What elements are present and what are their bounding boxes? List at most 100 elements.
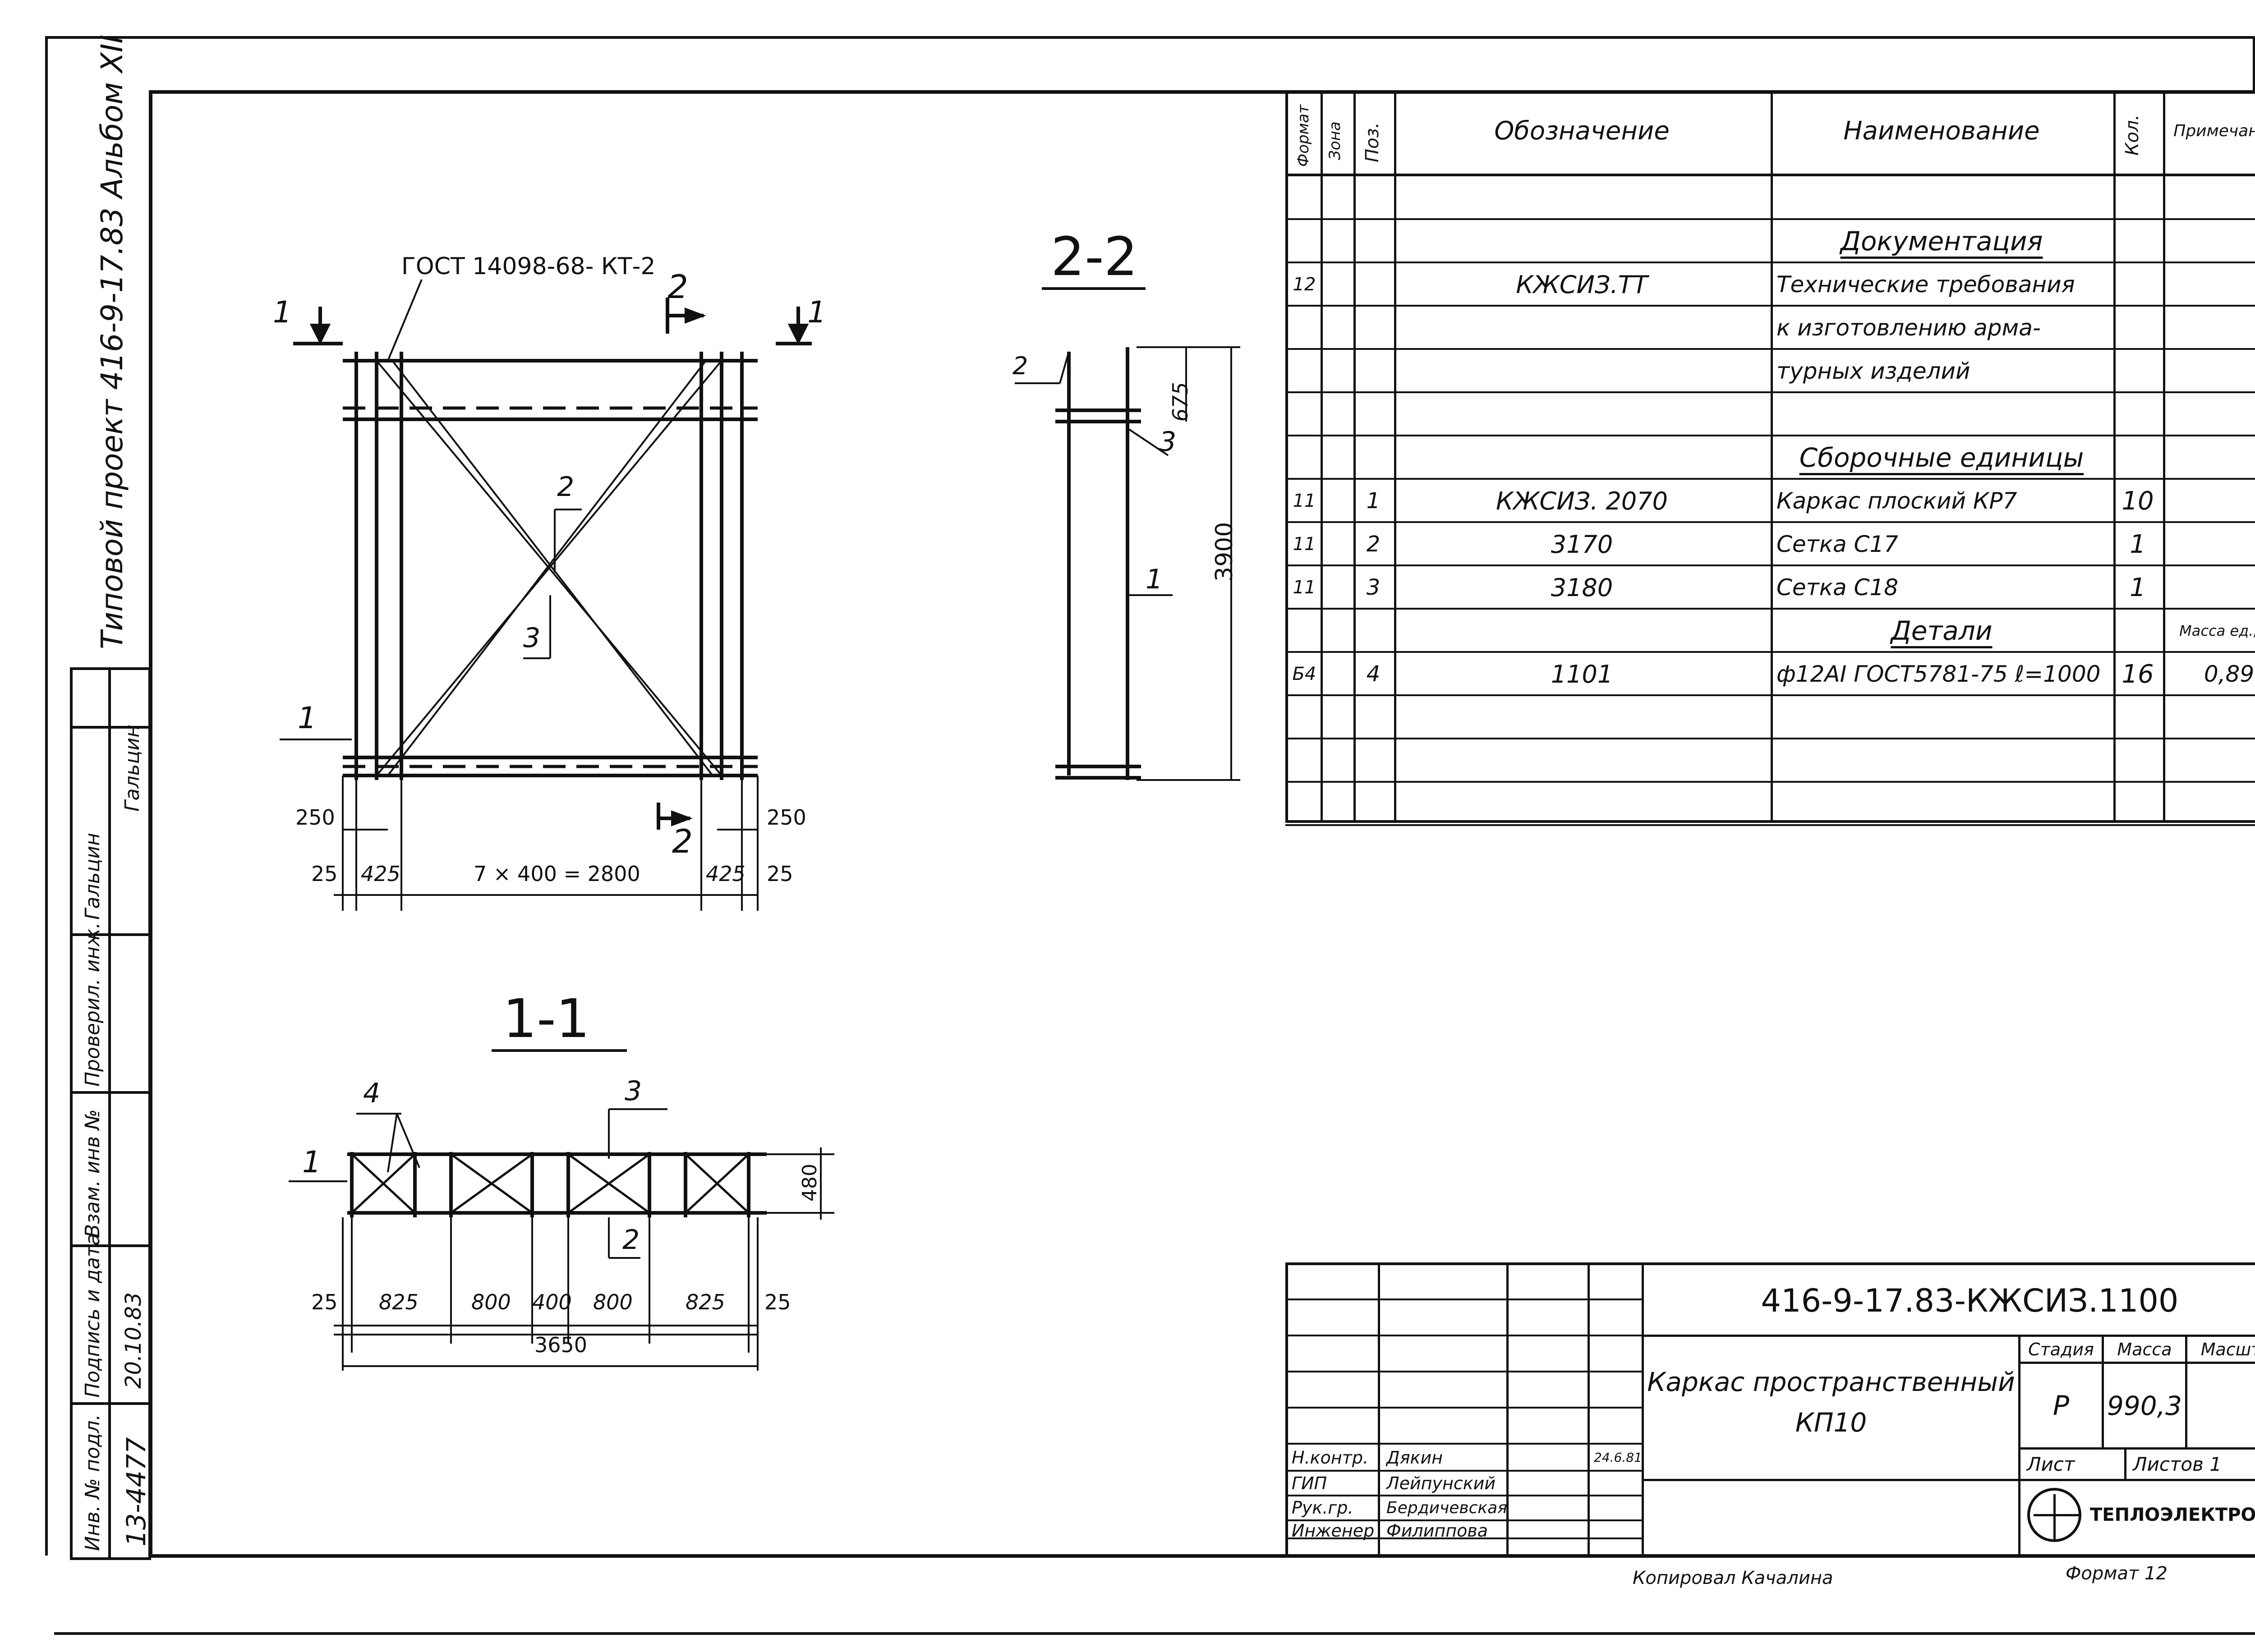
spec-cell-zone	[1321, 782, 1353, 826]
tb-line	[1285, 1443, 1642, 1445]
spec-cell-format	[1288, 306, 1321, 349]
spec-cell-name: к изготовлению арма-	[1776, 315, 2041, 341]
spec-cell-format	[1288, 176, 1321, 220]
dim-total: 3900	[1211, 522, 1238, 582]
side-row-line	[70, 1091, 151, 1094]
logo-line	[2034, 1514, 2079, 1516]
spec-cell-format	[1288, 220, 1321, 263]
tb-line	[1506, 1262, 1509, 1558]
spec-cell-zone	[1321, 566, 1353, 609]
col-line	[1321, 90, 1323, 823]
section-mark: 2	[672, 822, 693, 860]
tb-line	[2185, 1335, 2187, 1447]
spec-cell-format: 11	[1293, 577, 1316, 598]
spec-cell-format	[1288, 436, 1321, 479]
header-qty: Кол.	[2122, 114, 2143, 156]
copied-by: Копировал Качалина	[1633, 1568, 1833, 1588]
spec-cell-name: Технические требования	[1776, 271, 2075, 298]
spec-cell-designation: КЖСИЗ.ТТ	[1516, 270, 1648, 299]
spec-cell-zone	[1321, 652, 1353, 696]
spec-cell-note	[2163, 566, 2255, 609]
header-line	[1288, 174, 2255, 176]
header-pos: Поз.	[1362, 122, 1383, 162]
spec-cell-pos	[1353, 349, 1394, 393]
organization: ТЕПЛОЭЛЕКТРОПРОЕКТ	[2090, 1505, 2255, 1525]
mass-label: Масса	[2117, 1339, 2172, 1359]
item-title-line2: КП10	[1795, 1407, 1867, 1438]
tb-line	[1642, 1335, 2255, 1337]
title-block	[1285, 1262, 2255, 1558]
spec-cell-pos	[1353, 306, 1394, 349]
dim-label: 825	[379, 1290, 419, 1314]
section-mark: 2	[667, 268, 688, 306]
dim-label: 825	[686, 1290, 725, 1314]
spec-cell-designation	[1394, 176, 1770, 220]
spec-cell-format: 11	[1293, 491, 1316, 511]
dim-label: 25	[311, 862, 338, 886]
spec-cell-format	[1288, 393, 1321, 436]
spec-cell-designation	[1394, 349, 1770, 393]
spec-cell-pos	[1353, 393, 1394, 436]
spec-cell-designation	[1394, 609, 1770, 652]
spec-cell-pos: 2	[1366, 532, 1381, 557]
tb-line	[1378, 1262, 1380, 1558]
table-row-line	[1285, 348, 2255, 350]
spec-cell-pos	[1353, 609, 1394, 652]
signature-name: Дякин	[1386, 1447, 1443, 1468]
section-mark: 1	[807, 295, 826, 330]
spec-cell-name: Сборочные единицы	[1799, 442, 2084, 473]
pos-label: 2	[622, 1224, 640, 1256]
spec-cell-name	[1770, 782, 2113, 826]
spec-cell-qty: 16	[2122, 659, 2154, 689]
signature-role: Рук.гр.	[1292, 1498, 1353, 1518]
tb-line	[1285, 1299, 1642, 1300]
spec-cell-name: Сетка С17	[1776, 531, 1899, 557]
spec-cell-designation	[1394, 696, 1770, 739]
spec-cell-zone	[1321, 393, 1353, 436]
pos-label: 2	[557, 471, 575, 503]
spec-cell-designation: 3180	[1551, 573, 1613, 602]
side-row-line	[70, 1244, 151, 1247]
tb-line	[2102, 1335, 2104, 1447]
signature-role: ГИП	[1292, 1473, 1327, 1493]
tb-line	[2124, 1447, 2126, 1479]
spec-cell-format: 12	[1293, 274, 1316, 295]
tb-line	[1642, 1479, 2255, 1481]
spec-cell-qty	[2113, 782, 2163, 826]
spec-cell-format	[1288, 349, 1321, 393]
sheet-outer-line	[45, 36, 2255, 39]
spec-cell-note	[2163, 479, 2255, 523]
header-name: Наименование	[1843, 116, 2040, 146]
dim-total: 3650	[534, 1333, 588, 1357]
side-margin-divider	[108, 667, 111, 1560]
tb-line	[1588, 1262, 1590, 1558]
dim-center: 7 × 400 = 2800	[474, 862, 640, 886]
spec-cell-designation: 1101	[1551, 660, 1613, 688]
tb-line	[2018, 1362, 2255, 1364]
spec-cell-name	[1770, 393, 2113, 436]
spec-cell-designation	[1394, 436, 1770, 479]
section-1-1-view	[289, 1049, 834, 1371]
tb-line	[1285, 1519, 1642, 1521]
tb-line	[2018, 1447, 2255, 1450]
spec-cell-note	[2163, 220, 2255, 263]
spec-cell-zone	[1321, 220, 1353, 263]
spec-cell-note	[2163, 696, 2255, 739]
gost-label: ГОСТ 14098-68- КТ-2	[401, 253, 656, 280]
spec-cell-format: Б4	[1292, 664, 1316, 684]
tb-line	[1285, 1335, 1642, 1336]
spec-cell-note	[2163, 263, 2255, 306]
pos-label: 1	[298, 701, 317, 735]
sheet-bottom-line	[54, 1632, 2255, 1635]
side-row-line	[70, 933, 151, 936]
tb-line	[1285, 1470, 1642, 1472]
pos-label: 3	[1159, 426, 1177, 458]
spec-cell-qty	[2113, 263, 2163, 306]
spec-table	[1285, 90, 2255, 823]
spec-cell-note	[2163, 349, 2255, 393]
table-row-line	[1285, 608, 2255, 610]
table-row-line	[1285, 824, 2255, 826]
spec-cell-qty	[2113, 696, 2163, 739]
table-row-line	[1285, 305, 2255, 307]
